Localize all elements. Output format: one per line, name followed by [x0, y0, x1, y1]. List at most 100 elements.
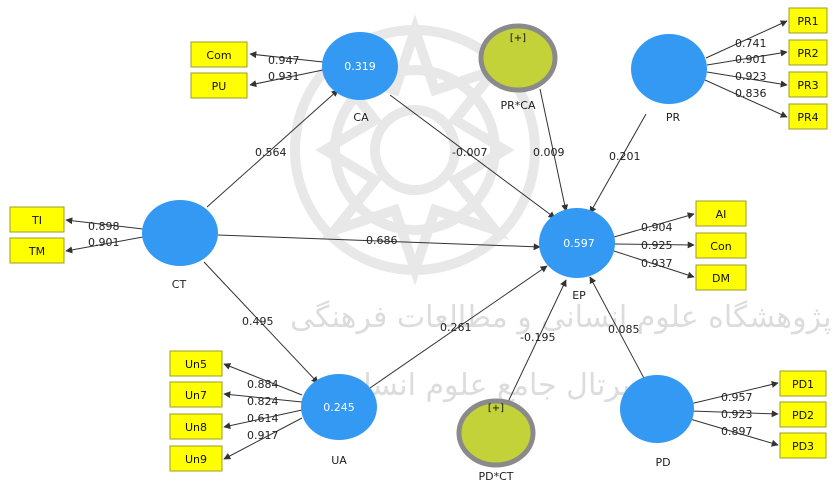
loading-tm: 0.901 [88, 236, 120, 249]
loading-con: 0.925 [641, 239, 673, 252]
indicator-label-pd1: PD1 [792, 378, 814, 391]
indicator-box-pr1[interactable] [788, 7, 828, 34]
indicator-box-ai[interactable] [695, 200, 747, 227]
coef-prca-ep: 0.009 [533, 146, 565, 159]
loading-line-pr3 [706, 71, 788, 88]
construct-pdct-expand: [+] [488, 403, 504, 414]
indicator-box-un8[interactable] [169, 413, 223, 440]
indicator-box-ti[interactable] [9, 206, 65, 233]
loading-pd3: 0.897 [721, 425, 753, 438]
indicator-box-pd2[interactable] [779, 401, 827, 428]
loading-pd2: 0.923 [721, 408, 753, 421]
construct-pdct-label: PD*CT [478, 470, 513, 483]
indicator-label-pr3: PR3 [797, 79, 818, 92]
loading-line-un8 [223, 409, 303, 430]
construct-pd[interactable] [620, 375, 694, 443]
construct-pr-label: PR [666, 111, 681, 124]
loading-line-tm [65, 236, 144, 254]
construct-pr[interactable] [631, 34, 707, 104]
path-pd-ep [589, 276, 647, 383]
indicator-label-un9: Un9 [185, 453, 207, 466]
coef-pd-ep: 0.085 [608, 323, 640, 336]
construct-ua[interactable] [301, 374, 377, 440]
indicator-label-ti: TI [31, 214, 42, 227]
coef-ct-ua: 0.495 [242, 315, 274, 328]
coef-ua-ep: 0.261 [440, 321, 472, 334]
indicator-label-pd2: PD2 [792, 409, 814, 422]
indicator-box-pr3[interactable] [788, 71, 828, 98]
loading-pu: 0.931 [268, 70, 300, 83]
indicator-box-un9[interactable] [169, 445, 223, 472]
indicator-box-pr2[interactable] [788, 39, 828, 66]
loading-line-un7 [223, 391, 303, 403]
indicator-label-pr2: PR2 [797, 47, 818, 60]
indicator-group: Com PU TI TM Un5 Un7 Un8 Un9 PR1 PR2 PR3… [9, 7, 828, 472]
loading-line-un9 [223, 417, 303, 460]
coef-ct-ep: 0.686 [366, 234, 398, 247]
loading-line-pd3 [689, 418, 779, 447]
indicator-box-tm[interactable] [9, 237, 65, 264]
loading-line-pr1 [705, 20, 788, 59]
construct-ct[interactable] [142, 200, 218, 266]
indicator-box-com[interactable] [190, 41, 248, 68]
construct-ca[interactable] [322, 32, 398, 100]
indicator-label-tm: TM [28, 245, 45, 258]
loading-pr1: 0.741 [735, 37, 767, 50]
coef-pr-ep: 0.201 [609, 150, 641, 163]
path-ct-ua [203, 261, 319, 384]
path-ua-ep [369, 265, 548, 389]
loading-un9: 0.917 [247, 429, 279, 442]
indicator-box-pd3[interactable] [779, 432, 827, 459]
indicator-box-dm[interactable] [695, 264, 747, 291]
path-ct-ca [206, 89, 339, 208]
loading-line-pd1 [689, 381, 779, 405]
indicator-label-pr1: PR1 [797, 15, 818, 28]
construct-ua-r2: 0.245 [323, 401, 355, 414]
construct-ca-r2: 0.319 [344, 60, 376, 73]
indicator-box-un5[interactable] [169, 350, 223, 377]
indicator-label-pu: PU [212, 80, 227, 93]
indicator-box-pu[interactable] [190, 72, 248, 99]
coef-ct-ca: 0.564 [255, 146, 287, 159]
loading-line-ai [613, 212, 695, 238]
indicator-box-con[interactable] [695, 232, 747, 259]
coef-ca-ep: -0.007 [452, 146, 487, 159]
indicator-box-pr4[interactable] [788, 103, 828, 130]
path-ct-ep [217, 234, 541, 251]
loading-line-ti [65, 217, 144, 230]
loading-line-pr4 [704, 79, 788, 118]
indicator-box-pd1[interactable] [779, 370, 827, 397]
indicator-label-un8: Un8 [185, 421, 207, 434]
loading-pd1: 0.957 [721, 391, 753, 404]
construct-pdct[interactable] [456, 398, 536, 468]
construct-prca[interactable] [478, 23, 558, 93]
path-prca-ep [539, 88, 569, 212]
path-pdct-ep [507, 279, 567, 403]
indicator-label-con: Con [710, 240, 731, 253]
construct-ca-label: CA [353, 111, 369, 124]
indicator-label-dm: DM [712, 272, 730, 285]
loading-ai: 0.904 [641, 221, 673, 234]
loading-line-pu [249, 69, 324, 88]
loading-dm: 0.937 [641, 257, 673, 270]
indicator-label-ai: AI [716, 208, 727, 221]
construct-ua-label: UA [331, 454, 347, 467]
coef-pdct-ep: -0.195 [520, 331, 555, 344]
loading-line-un5 [223, 363, 303, 396]
loading-line-pd2 [690, 410, 779, 418]
construct-prca-expand: [+] [510, 33, 526, 44]
construct-prca-label: PR*CA [501, 99, 536, 112]
loading-ti: 0.898 [88, 220, 120, 233]
construct-ct-label: CT [172, 278, 187, 291]
path-ca-ep [389, 94, 556, 219]
indicator-box-un7[interactable] [169, 381, 223, 408]
path-pr-ep [589, 113, 647, 214]
loading-line-com [249, 51, 324, 63]
indicator-label-un5: Un5 [185, 358, 207, 371]
indicator-label-un7: Un7 [185, 389, 207, 402]
construct-ep-label: EP [572, 289, 586, 302]
construct-ep[interactable] [539, 208, 615, 278]
construct-ep-r2: 0.597 [563, 237, 595, 250]
